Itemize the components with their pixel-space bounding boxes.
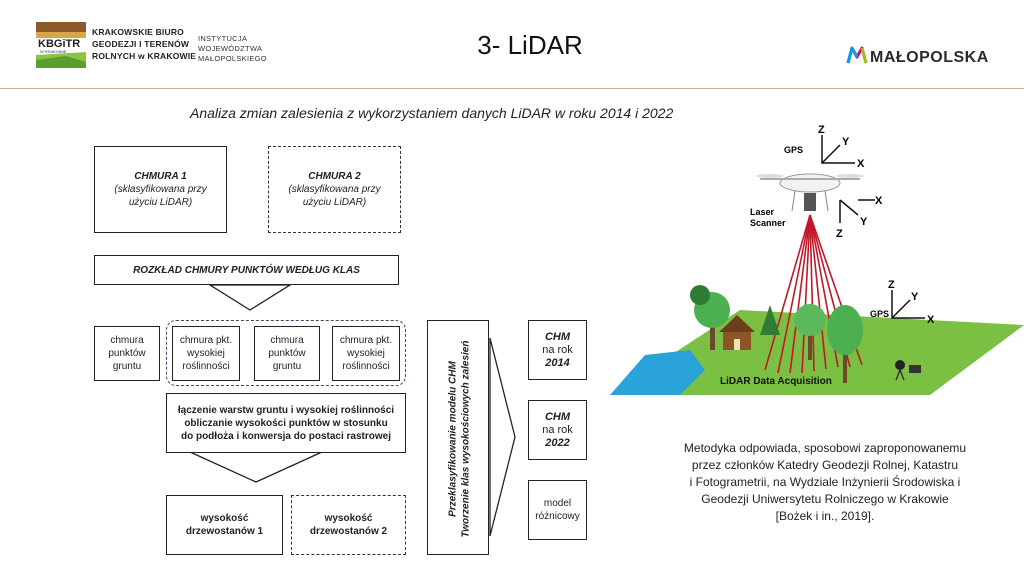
arrow-classes — [490, 338, 515, 536]
height1-box: wysokość drzewostanów 1 — [166, 495, 283, 555]
chm2022-sub: na rok — [542, 424, 573, 437]
ground1-label: chmura punktów gruntu — [95, 334, 159, 373]
merge-box: łączenie warstw gruntu i wysokiej roślin… — [166, 393, 406, 453]
axes-gps-top — [822, 135, 855, 163]
methodology-line: przez członków Katedry Geodezji Rolnej, … — [650, 457, 1000, 474]
methodology-line: Metodyka odpowiada, sposobowi zaproponow… — [650, 440, 1000, 457]
chm2022-year: 2022 — [545, 437, 569, 450]
reclassify-line: Tworzenie klas wysokościowych zalesień — [460, 322, 473, 557]
ground1-box: chmura punktów gruntu — [94, 326, 160, 381]
axis-y-top: Y — [842, 136, 850, 148]
height2-box: wysokość drzewostanów 2 — [291, 495, 406, 555]
axes-scanner — [840, 200, 875, 223]
merge-line: do podłoża i konwersja do postaci rastro… — [181, 430, 391, 443]
chm2022-box: CHM na rok 2022 — [528, 400, 587, 460]
reclassify-text: Przeklasyfikowanie modelu CHM Tworzenie … — [447, 322, 473, 557]
axis-z-scanner: Z — [836, 228, 843, 240]
acquisition-label: LiDAR Data Acquisition — [720, 376, 832, 387]
chm2014-sub: na rok — [542, 344, 573, 357]
veg1-label: chmura pkt. wysokiej roślinności — [173, 334, 239, 373]
axis-z-ground: Z — [888, 279, 895, 291]
veg2-box: chmura pkt. wysokiej roślinności — [332, 326, 400, 381]
gps-ground-label: GPS — [870, 309, 889, 319]
axis-y-scanner: Y — [860, 216, 868, 228]
lidar-illustration: Z Y X GPS X Y Z Laser Scanner Z Y X GPS … — [600, 115, 1024, 405]
veg2-label: chmura pkt. wysokiej roślinności — [333, 334, 399, 373]
laser-scanner-text-line2: Scanner — [750, 218, 786, 228]
axes-gps-ground — [892, 290, 925, 318]
chm2014-box: CHM na rok 2014 — [528, 320, 587, 380]
diff-model-label: model różnicowy — [529, 497, 586, 523]
reclassify-line: Przeklasyfikowanie modelu CHM — [447, 322, 460, 557]
drone — [756, 174, 864, 211]
veg1-box: chmura pkt. wysokiej roślinności — [172, 326, 240, 381]
gps-top-label: GPS — [784, 145, 803, 155]
chm2014-label: CHM — [545, 331, 570, 344]
axis-y-ground: Y — [911, 291, 919, 303]
diff-model-box: model różnicowy — [528, 480, 587, 540]
chm2022-label: CHM — [545, 411, 570, 424]
methodology-line: Geodezji Uniwersytetu Rolniczego w Krako… — [650, 491, 1000, 508]
height1-label: wysokość drzewostanów 1 — [167, 512, 282, 538]
laser-scanner-text: Laser — [750, 207, 775, 217]
methodology-note: Metodyka odpowiada, sposobowi zaproponow… — [650, 440, 1000, 525]
methodology-line: i Fotogrametrii, na Wydziale Inżynierii … — [650, 474, 1000, 491]
axis-x-scanner: X — [875, 195, 883, 207]
axis-x-top: X — [857, 158, 865, 170]
arrow-merge — [190, 452, 322, 482]
reclassify-box: Przeklasyfikowanie modelu CHM Tworzenie … — [427, 320, 489, 555]
methodology-line: [Bożek i in., 2019]. — [650, 508, 1000, 525]
axis-x-ground: X — [927, 314, 935, 326]
merge-line: obliczanie wysokości punktów w stosunku — [184, 417, 387, 430]
chm2014-year: 2014 — [545, 357, 569, 370]
arrow-distribution — [210, 285, 290, 310]
height2-label: wysokość drzewostanów 2 — [292, 512, 405, 538]
ground2-label: chmura punktów gruntu — [255, 334, 319, 373]
laser-scanner-label: Laser Scanner — [750, 207, 786, 228]
merge-line: łączenie warstw gruntu i wysokiej roślin… — [178, 404, 394, 417]
ground2-box: chmura punktów gruntu — [254, 326, 320, 381]
axis-z-top: Z — [818, 124, 825, 136]
